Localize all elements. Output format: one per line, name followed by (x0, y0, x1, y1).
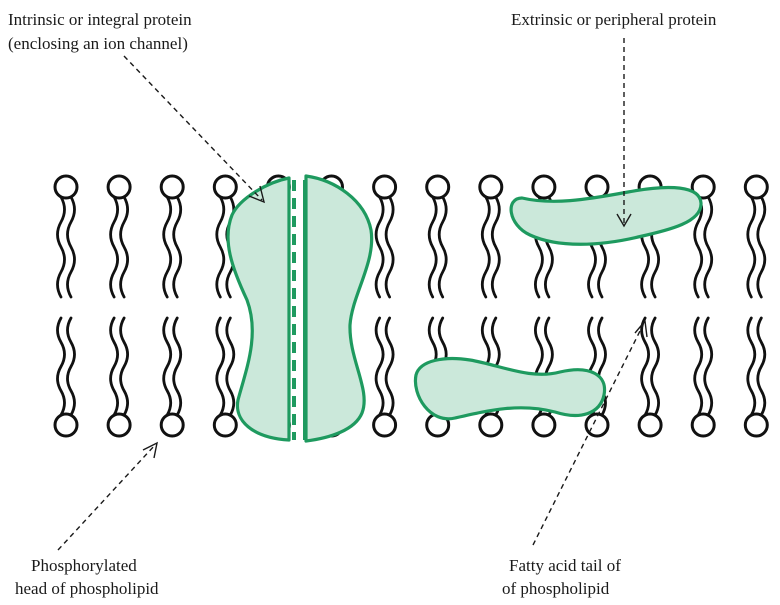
fatty-acid-tail-label-line-1: Fatty acid tail of (509, 556, 621, 575)
fatty-acid-tail-upper (68, 197, 75, 297)
extrinsic-protein-label: Extrinsic or peripheral protein (511, 10, 717, 29)
phospholipid-head-lower (374, 414, 396, 436)
fatty-acid-tail-lower (642, 318, 649, 415)
fatty-acid-tail-upper (174, 197, 181, 297)
phospholipid-head-pointer (58, 445, 155, 550)
integral-protein-right-half (306, 176, 372, 441)
phospholipid-head-lower (639, 414, 661, 436)
phospholipid-head-upper (214, 176, 236, 198)
integral-protein-pointer (124, 56, 262, 200)
fatty-acid-tail-lower (217, 318, 224, 415)
fatty-acid-tail-lower (386, 318, 393, 415)
integral-protein-left-half (228, 178, 289, 440)
peripheral-protein-lower (415, 359, 604, 419)
fatty-acid-tail-upper (439, 197, 446, 297)
phospholipid-head-upper (745, 176, 767, 198)
phospholipid-head-upper (533, 176, 555, 198)
fatty-acid-tail-upper (492, 197, 499, 297)
fatty-acid-tail-upper (111, 197, 118, 297)
phospholipid-head-lower (55, 414, 77, 436)
phospholipid-head-lower (586, 414, 608, 436)
phospholipid-head-lower (214, 414, 236, 436)
fatty-acid-tail-lower (376, 318, 383, 415)
phospholipid-head-upper (374, 176, 396, 198)
fatty-acid-tail-lower (58, 318, 65, 415)
phospholipid-head-label-line-1: Phosphorylated (31, 556, 137, 575)
fatty-acid-tail-lower (695, 318, 702, 415)
fatty-acid-tail-lower (111, 318, 118, 415)
fatty-acid-tail-upper (429, 197, 436, 297)
integral-protein-label: Intrinsic or integral protein (enclosing… (8, 10, 196, 53)
phospholipid-head-upper (427, 176, 449, 198)
integral-protein-label-line-1: Intrinsic or integral protein (8, 10, 192, 29)
phospholipid-head-upper (108, 176, 130, 198)
fatty-acid-tail-upper (121, 197, 128, 297)
integral-protein (228, 176, 372, 441)
fatty-acid-tail-upper (58, 197, 65, 297)
phospholipid-head-lower (533, 414, 555, 436)
fatty-acid-tail-lower (227, 318, 234, 415)
fatty-acid-tail-label-line-2: of phospholipid (502, 579, 610, 598)
phospholipid-head-lower (692, 414, 714, 436)
fatty-acid-tail-upper (386, 197, 393, 297)
integral-protein-label-line-2: (enclosing an ion channel) (8, 34, 188, 53)
fatty-acid-tail-label: Fatty acid tail of of phospholipid (502, 556, 625, 598)
fatty-acid-tail-upper (482, 197, 489, 297)
fatty-acid-tail-lower (174, 318, 181, 415)
phospholipid-head-upper (55, 176, 77, 198)
phospholipid-head-lower (745, 414, 767, 436)
fatty-acid-tail-lower (652, 318, 659, 415)
fatty-acid-tail-lower (164, 318, 171, 415)
phospholipid-head-upper (480, 176, 502, 198)
fatty-acid-tail-lower (68, 318, 75, 415)
phospholipid-head-lower (161, 414, 183, 436)
fatty-acid-tail-upper (164, 197, 171, 297)
phospholipid-head-label: Phosphorylated head of phospholipid (15, 556, 159, 598)
fatty-acid-tail-lower (748, 318, 755, 415)
fatty-acid-tail-upper (705, 197, 712, 297)
phospholipid-head-upper (161, 176, 183, 198)
fatty-acid-tail-lower (705, 318, 712, 415)
fatty-acid-tail-lower (758, 318, 765, 415)
phospholipid-head-lower (480, 414, 502, 436)
phospholipid-head-label-line-2: head of phospholipid (15, 579, 159, 598)
fatty-acid-tail-upper (376, 197, 383, 297)
fatty-acid-tail-upper (758, 197, 765, 297)
fatty-acid-tail-upper (217, 197, 224, 297)
fatty-acid-tail-lower (121, 318, 128, 415)
phospholipid-head-lower (108, 414, 130, 436)
fatty-acid-tail-upper (748, 197, 755, 297)
